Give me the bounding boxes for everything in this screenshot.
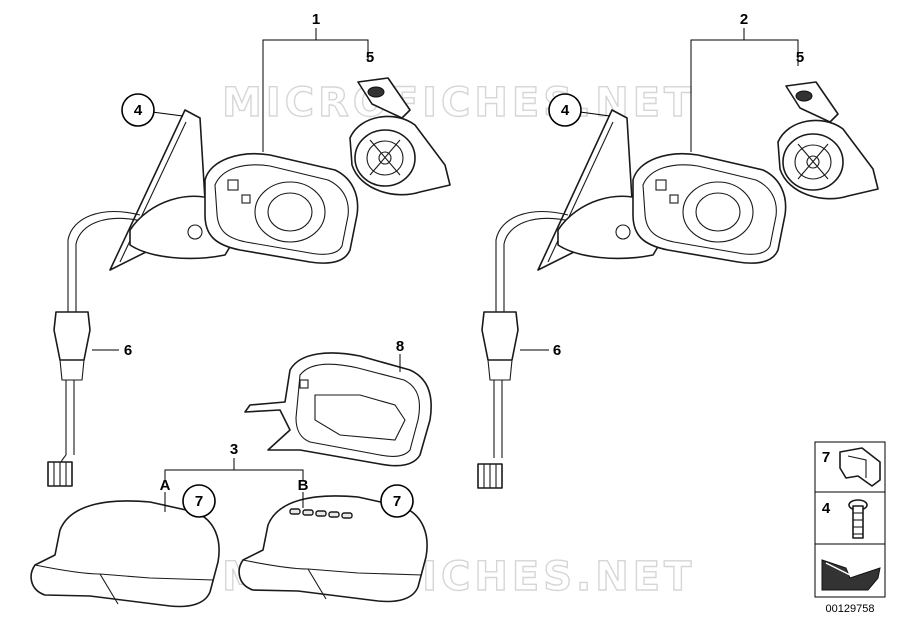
legend-row-2-number: 4 bbox=[822, 500, 831, 517]
svg-text:4: 4 bbox=[134, 102, 143, 119]
mirror-motor-left bbox=[349, 77, 451, 196]
callout-7-b: 7 bbox=[380, 484, 414, 518]
svg-text:7: 7 bbox=[195, 493, 203, 510]
callout-6-right: 6 bbox=[553, 342, 561, 359]
callout-3: 3 bbox=[230, 441, 238, 458]
callout-5-left: 5 bbox=[366, 49, 374, 66]
callout-1: 1 bbox=[312, 11, 320, 28]
document-number: 00129758 bbox=[826, 603, 875, 615]
cover-cap-b bbox=[238, 495, 428, 603]
screw-icon bbox=[848, 499, 868, 539]
variant-label-b: B bbox=[298, 477, 309, 494]
svg-text:4: 4 bbox=[561, 102, 570, 119]
cover-cap-a bbox=[30, 500, 220, 608]
variant-label-a: A bbox=[160, 477, 171, 494]
leader-lines bbox=[92, 28, 799, 512]
callout-6-left: 6 bbox=[124, 342, 132, 359]
callout-2: 2 bbox=[740, 11, 748, 28]
callout-5-right: 5 bbox=[796, 49, 804, 66]
mirror-frame bbox=[244, 352, 432, 467]
mirror-assembly-right bbox=[477, 109, 787, 489]
small-parts-legend: 7 4 bbox=[814, 441, 886, 598]
clip-icon bbox=[839, 447, 881, 487]
callout-4-left: 4 bbox=[121, 93, 155, 127]
cover-cap-b-vents bbox=[289, 508, 353, 519]
callout-8: 8 bbox=[396, 338, 404, 355]
svg-text:7: 7 bbox=[393, 493, 401, 510]
mirror-assembly-left bbox=[47, 109, 359, 487]
mirror-motor-right bbox=[777, 81, 879, 200]
callout-7-a: 7 bbox=[182, 484, 216, 518]
callout-4-right: 4 bbox=[548, 93, 582, 127]
direction-arrow-icon bbox=[821, 559, 881, 591]
legend-row-1-number: 7 bbox=[822, 449, 830, 466]
